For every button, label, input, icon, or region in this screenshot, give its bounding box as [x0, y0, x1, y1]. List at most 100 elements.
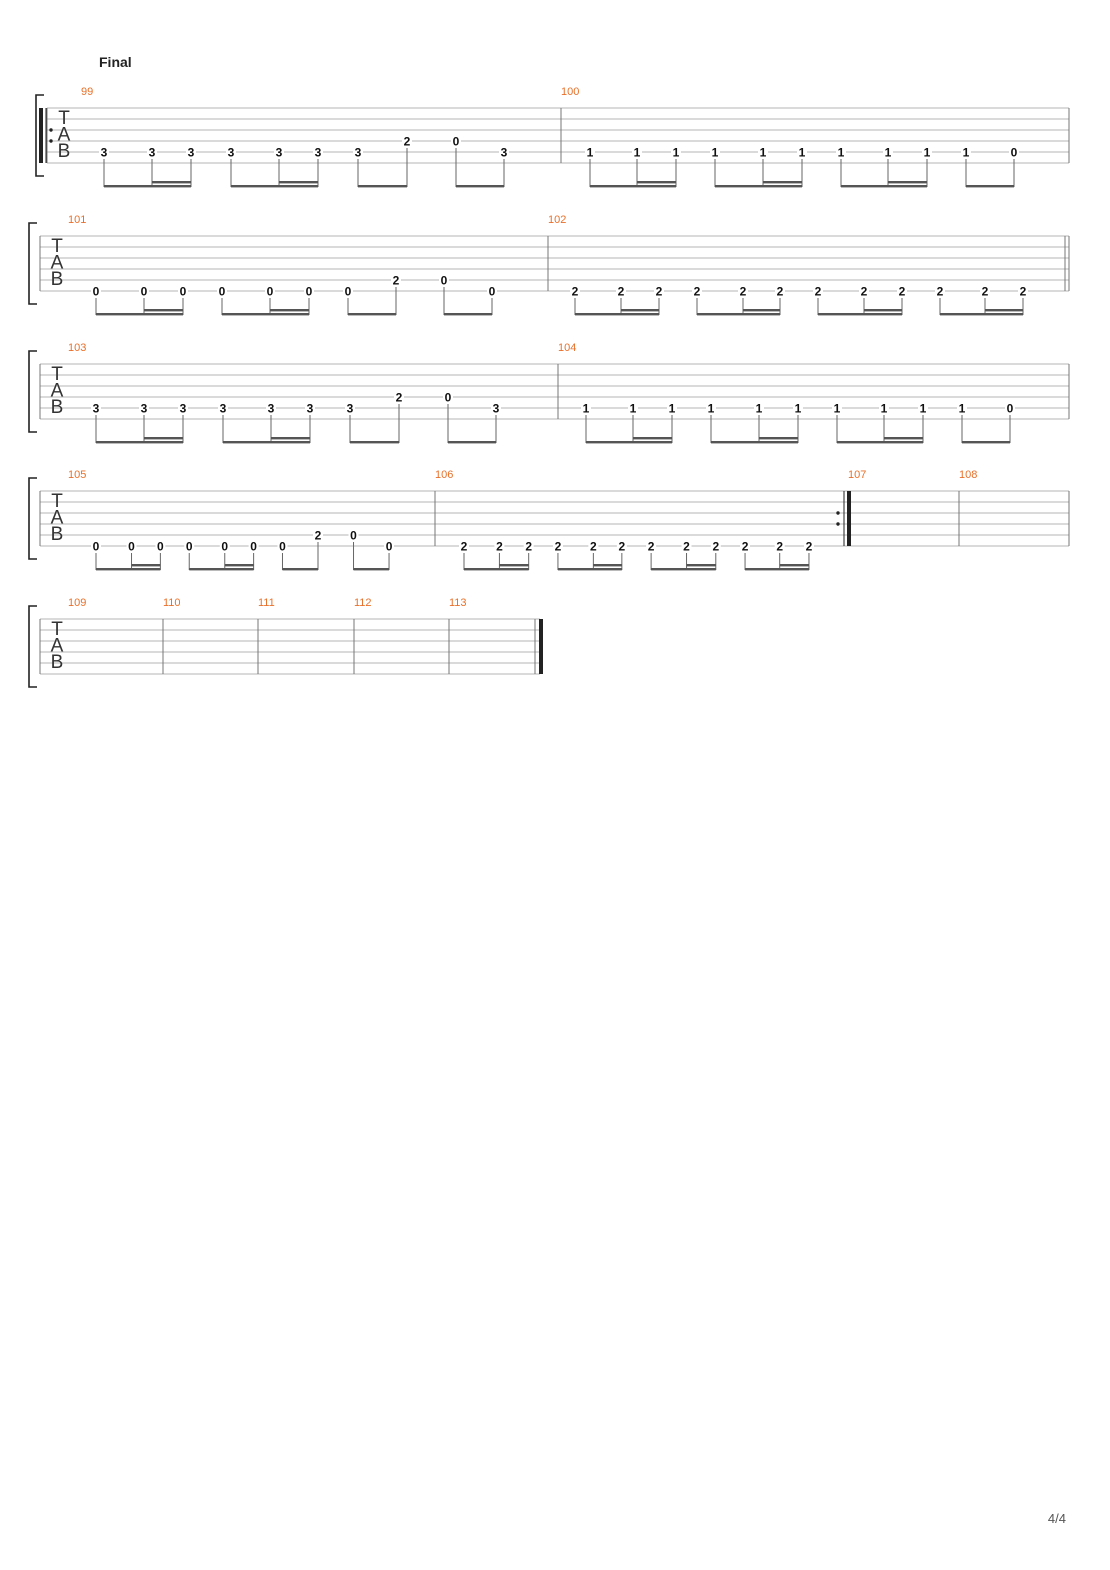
repeat-start-thick-bar — [39, 108, 43, 163]
fret-number: 1 — [756, 402, 763, 416]
fret-knockout — [797, 146, 807, 158]
fret-knockout — [217, 285, 227, 297]
fret-number: 1 — [963, 146, 970, 160]
fret-number: 1 — [795, 402, 802, 416]
fret-knockout — [451, 135, 461, 147]
measure-113: 113 — [449, 597, 543, 674]
tab-clef-letter: B — [51, 652, 64, 673]
fret-knockout — [139, 402, 149, 414]
fret-number: 3 — [493, 402, 500, 416]
fret-knockout — [184, 540, 195, 552]
measure-107: 107 — [848, 469, 960, 546]
beam-secondary — [633, 437, 672, 440]
fret-number: 1 — [881, 402, 888, 416]
fret-number: 0 — [186, 540, 193, 554]
fret-knockout — [879, 402, 889, 414]
measure-number: 100 — [561, 86, 579, 98]
fret-knockout — [922, 146, 932, 158]
fret-knockout — [681, 540, 692, 552]
tab-clef-letter: B — [51, 269, 64, 290]
fret-knockout — [186, 146, 196, 158]
fret-number: 0 — [1007, 402, 1014, 416]
beam-primary — [96, 313, 183, 316]
beam-primary — [966, 185, 1014, 188]
tab-clef-letter: T — [58, 108, 70, 129]
fret-knockout — [491, 402, 501, 414]
fret-knockout — [667, 402, 677, 414]
fret-number: 3 — [180, 402, 187, 416]
fret-number: 3 — [501, 146, 508, 160]
fret-knockout — [961, 146, 971, 158]
fret-knockout — [155, 540, 166, 552]
fret-number: 0 — [350, 529, 357, 543]
beam-secondary — [637, 181, 676, 184]
measure-number: 108 — [959, 469, 977, 481]
fret-knockout — [274, 146, 284, 158]
beam-secondary — [779, 564, 809, 567]
fret-number: 2 — [742, 540, 749, 554]
beam-primary — [590, 185, 676, 188]
measure-number: 113 — [449, 597, 467, 609]
beam-secondary — [593, 564, 622, 567]
fret-number: 0 — [93, 540, 100, 554]
fret-knockout — [980, 285, 990, 297]
fret-number: 0 — [279, 540, 286, 554]
fret-number: 3 — [315, 146, 322, 160]
fret-number: 1 — [669, 402, 676, 416]
beam-primary — [222, 313, 309, 316]
measure-108: 108 — [959, 469, 1070, 546]
tab-clef-letter: T — [51, 236, 63, 257]
fret-knockout — [616, 285, 626, 297]
fret-number: 0 — [219, 285, 226, 299]
beam-secondary — [621, 309, 659, 312]
measure-112: 112 — [354, 597, 450, 674]
tab-clef-letter: B — [51, 397, 64, 418]
fret-number: 2 — [776, 540, 783, 554]
fret-number: 1 — [799, 146, 806, 160]
fret-knockout — [628, 402, 638, 414]
fret-number: 1 — [924, 146, 931, 160]
fret-knockout — [304, 285, 314, 297]
fret-number: 0 — [453, 135, 460, 149]
tab-clef-letter: A — [58, 125, 71, 146]
fret-number: 2 — [461, 540, 468, 554]
fret-knockout — [91, 540, 101, 552]
fret-number: 1 — [587, 146, 594, 160]
fret-number: 0 — [306, 285, 313, 299]
fret-knockout — [803, 540, 814, 552]
fret-number: 1 — [959, 402, 966, 416]
fret-number: 0 — [221, 540, 228, 554]
beam-primary — [358, 185, 407, 188]
beam-primary — [189, 568, 254, 571]
fret-number: 2 — [861, 285, 868, 299]
beam-primary — [651, 568, 716, 571]
beam-primary — [940, 313, 1023, 316]
fret-knockout — [632, 146, 642, 158]
beam-primary — [464, 568, 529, 571]
fret-knockout — [585, 146, 595, 158]
fret-knockout — [443, 391, 453, 403]
repeat-dot — [49, 139, 53, 143]
fret-knockout — [957, 402, 967, 414]
beam-secondary — [152, 181, 191, 184]
fret-number: 0 — [93, 285, 100, 299]
fret-number: 1 — [583, 402, 590, 416]
fret-number: 2 — [899, 285, 906, 299]
fret-number: 2 — [712, 540, 719, 554]
fret-knockout — [99, 146, 109, 158]
fret-knockout — [343, 285, 353, 297]
fret-knockout — [754, 402, 764, 414]
fret-knockout — [588, 540, 599, 552]
fret-knockout — [859, 285, 869, 297]
fret-knockout — [1009, 146, 1019, 158]
fret-knockout — [918, 402, 928, 414]
tab-clef-letter: B — [51, 524, 64, 545]
beam-secondary — [888, 181, 927, 184]
beam-secondary — [743, 309, 780, 312]
